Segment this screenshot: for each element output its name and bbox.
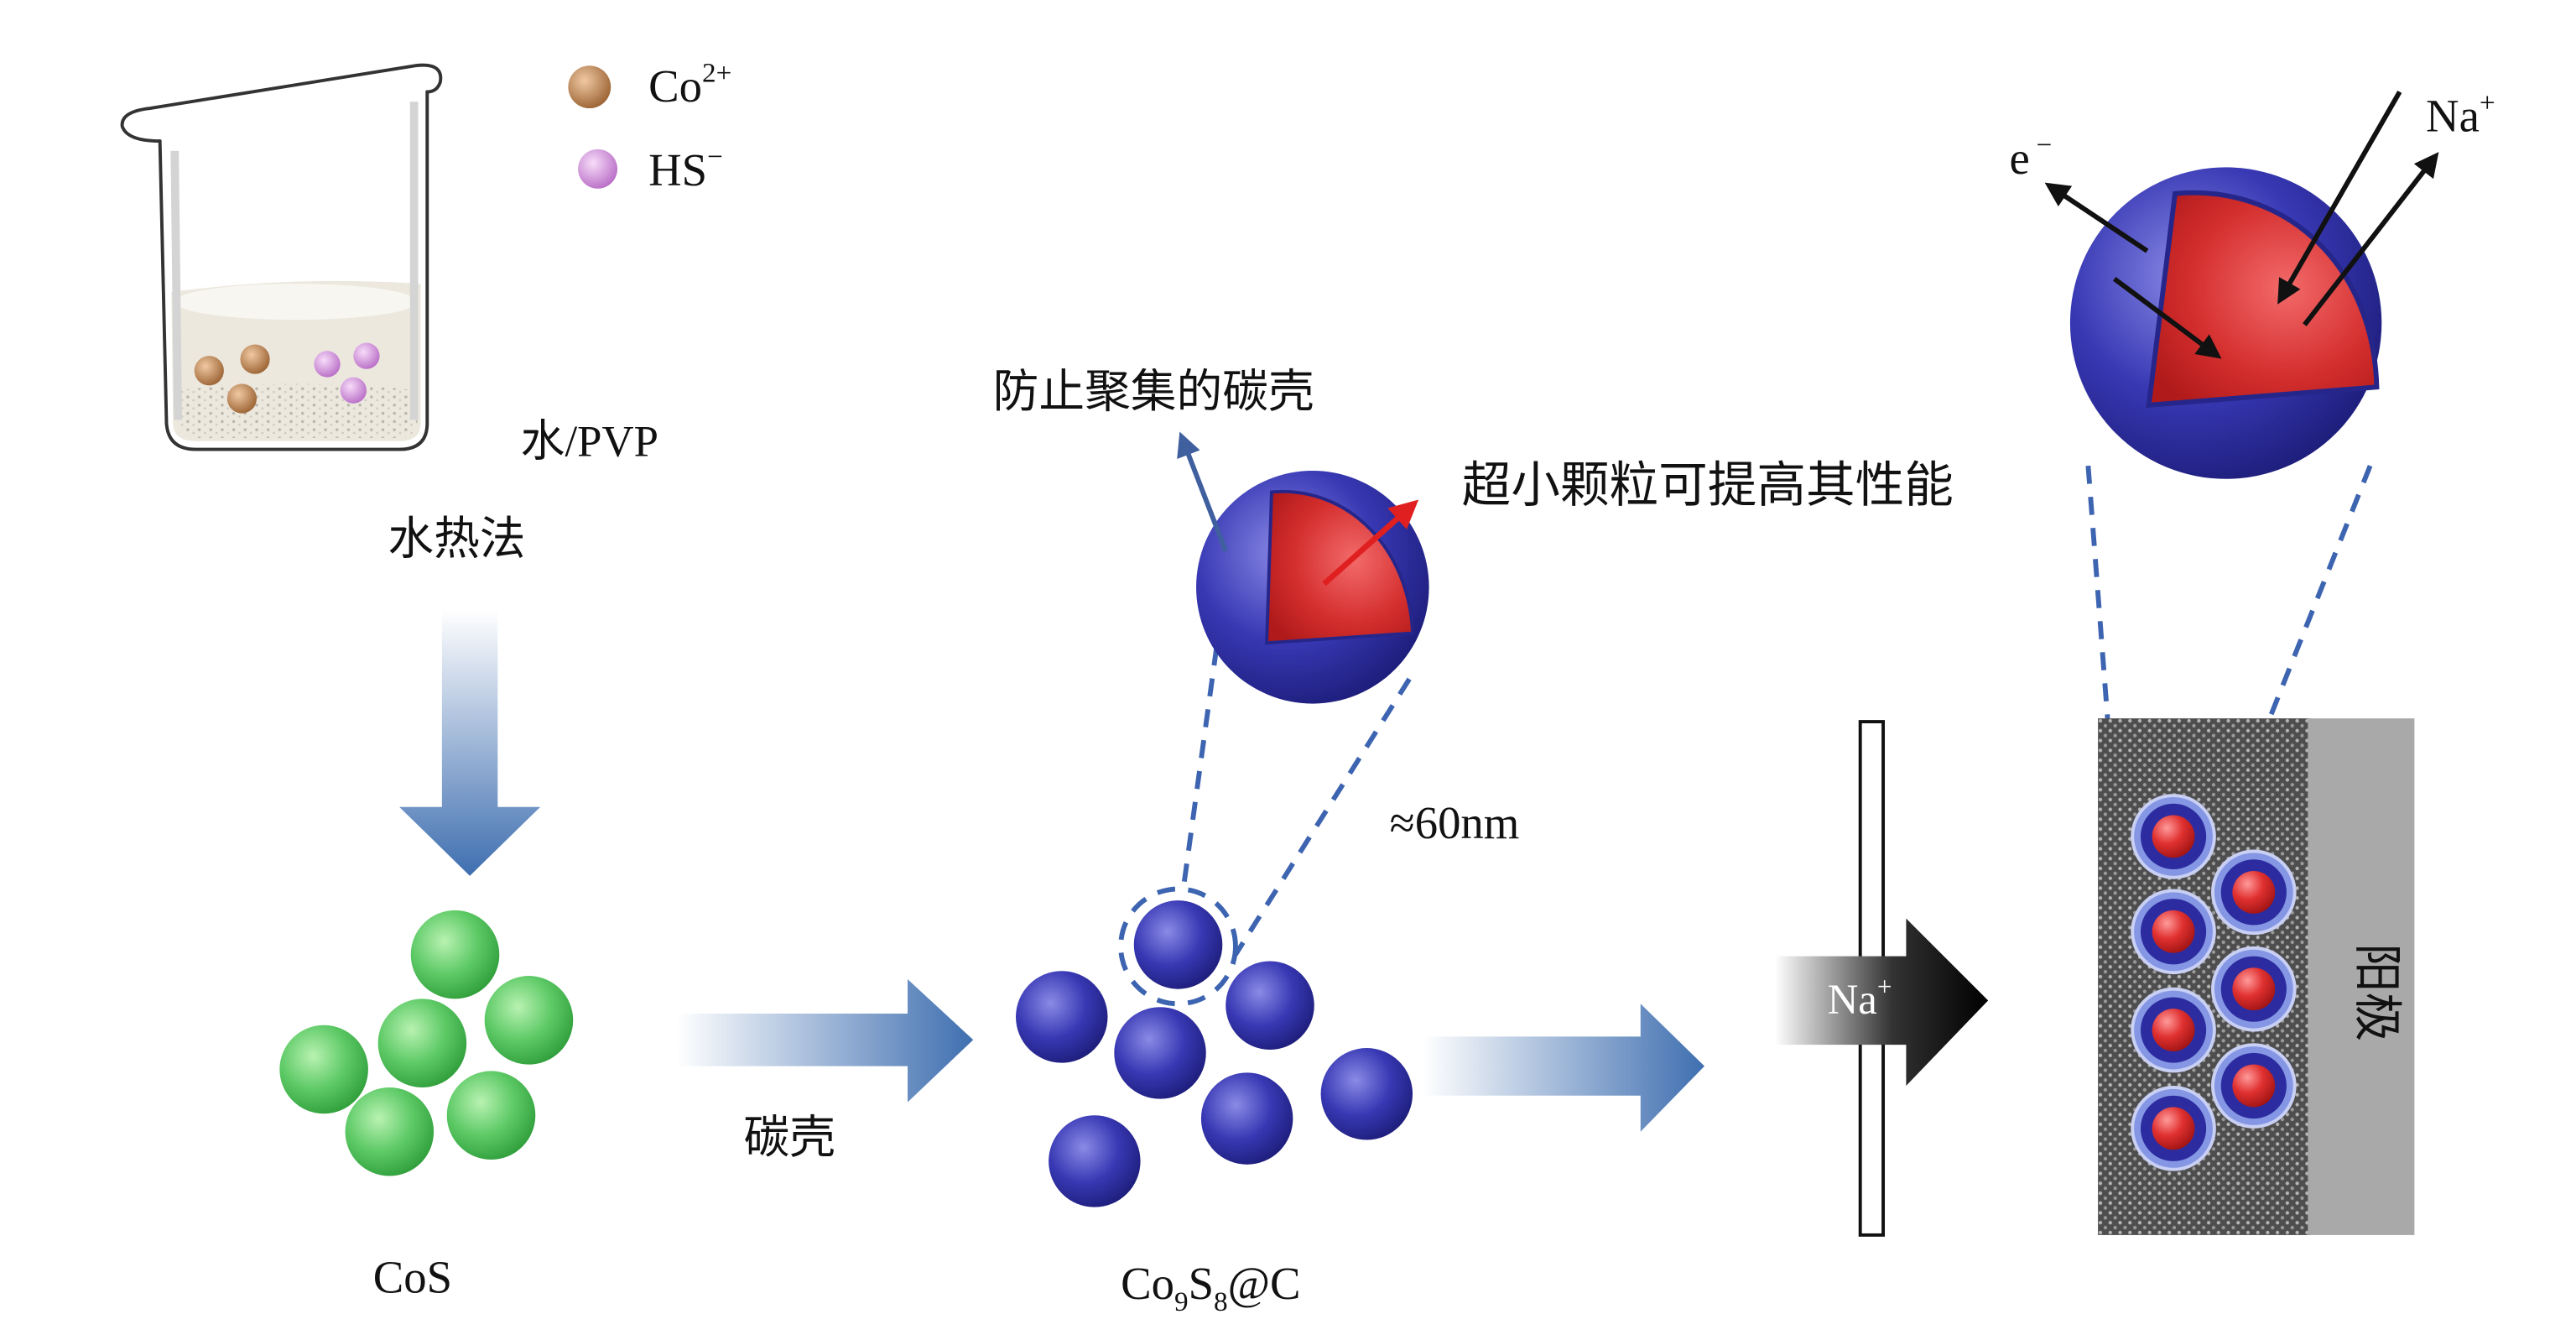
electron-label-charge: − [2037,130,2053,161]
co9s8c-sphere [1226,961,1314,1051]
anode-particles [2131,794,2297,1171]
beaker-glass-edge [170,150,183,420]
anode-core-shell-particle [2131,794,2216,879]
legend: Co2+ HS− [568,58,731,196]
anode-core-shell-particle [2211,946,2297,1032]
solution-surface [174,284,418,321]
particle-core [2152,815,2195,858]
co9s8c-label-part: @C [1228,1258,1301,1309]
cos-sphere [446,1071,536,1160]
particle-size-label: ≈60nm [1390,797,1520,848]
legend-marker-co [568,65,611,109]
hs-ion-particle [353,342,380,369]
sodium-ion-arrow-label-charge: + [1877,972,1892,1002]
particle-core [2232,1064,2276,1108]
particle-core [2152,1107,2195,1150]
electrode-process-arrow [1422,1004,1704,1132]
down-process-arrow [399,610,541,876]
method-label: 水热法 [388,512,525,566]
beaker-rim [120,63,443,143]
co9s8c-sphere [1114,1007,1206,1099]
anode-label: 阳极 [2349,943,2406,1041]
ultrasmall-particle-annotation: 超小颗粒可提高其性能 [1462,456,1954,514]
anode-core-shell-particle [2131,889,2216,975]
legend-label-hs: HS− [648,141,723,195]
sodium-out-arrow [2303,152,2439,326]
co9s8c-cluster [1016,900,1413,1207]
carbon-shell-annotation: 防止聚集的碳壳 [993,364,1314,418]
zoom-guide-line [1233,677,1412,957]
beaker [120,63,443,451]
co-ion-particle [240,344,270,374]
sodium-ion-arrow-label: Na+ [1828,972,1892,1024]
cos-cluster [279,910,574,1176]
beaker-sediment [178,383,418,438]
particle-core [2232,870,2276,914]
zoom-guide-line [1180,616,1224,891]
co9s8c-sphere [1016,971,1108,1063]
co9s8c-sphere [1200,1072,1293,1165]
sodiation-particle-zoom [2044,91,2439,479]
beaker-body [158,90,429,451]
cos-sphere [345,1087,435,1176]
electron-label-base: e [2010,133,2030,184]
co9s8c-label: Co9S8@C [1121,1258,1300,1317]
particle-core [2232,967,2276,1011]
legend-label-hs-charge: − [707,141,723,172]
carbon-coating-arrow [676,978,974,1103]
cos-sphere [484,976,574,1065]
legend-marker-hs [578,149,618,189]
selected-particle-ring [1118,886,1238,1007]
electron-out-arrow [2044,182,2149,253]
co-ion-particle [194,356,224,386]
legend-label-co: Co2+ [648,58,731,112]
anode-core-shell-particle [2211,1043,2297,1129]
sodium-ion-label-charge: + [2480,87,2495,118]
co9s8c-label-subscript: 8 [1214,1286,1228,1317]
sodium-ion-label: Na+ [2426,87,2495,141]
co9s8c-label-part: S [1189,1258,1214,1309]
cos-sphere [279,1025,368,1114]
anode-core-shell-particle [2131,1086,2216,1171]
shell-pointer-arrow [1177,431,1228,552]
sodium-ion-label-base: Na [2426,90,2480,141]
legend-label-co-charge: 2+ [702,58,731,89]
inward-flow-arrow [2112,276,2222,359]
anode-core-shell-particle [2131,987,2216,1073]
solvent-label: 水/PVP [521,417,658,466]
co9s8c-sphere [1133,900,1223,989]
co9s8c-sphere [1320,1048,1413,1140]
core-pointer-arrow [1322,499,1419,587]
sodium-in-arrow [2277,91,2402,305]
anode-core-shell-particle [2211,849,2297,936]
carbon-shell-step-label: 碳壳 [744,1110,835,1164]
sodium-ion-arrow-label-base: Na [1828,976,1877,1023]
particle-core [2152,1009,2195,1051]
sodium-ion-arrow [1775,918,1989,1087]
cos-sphere [377,998,467,1087]
core-shell-particle-zoom [1177,431,1429,704]
legend-label-hs-base: HS [648,144,707,196]
co-ion-particle [226,383,257,414]
co9s8c-label-part: Co [1121,1258,1174,1309]
particle-core [2152,910,2195,953]
cos-label: CoS [373,1251,452,1302]
hs-ion-particle [314,351,341,378]
anode-current-collector [2308,718,2415,1235]
co9s8c-sphere [1049,1115,1141,1207]
hs-ion-particle [340,377,367,404]
cos-sphere [410,910,500,999]
legend-label-co-base: Co [648,60,702,112]
electron-label: e− [2010,130,2053,184]
co9s8c-label-subscript: 9 [1174,1286,1189,1317]
